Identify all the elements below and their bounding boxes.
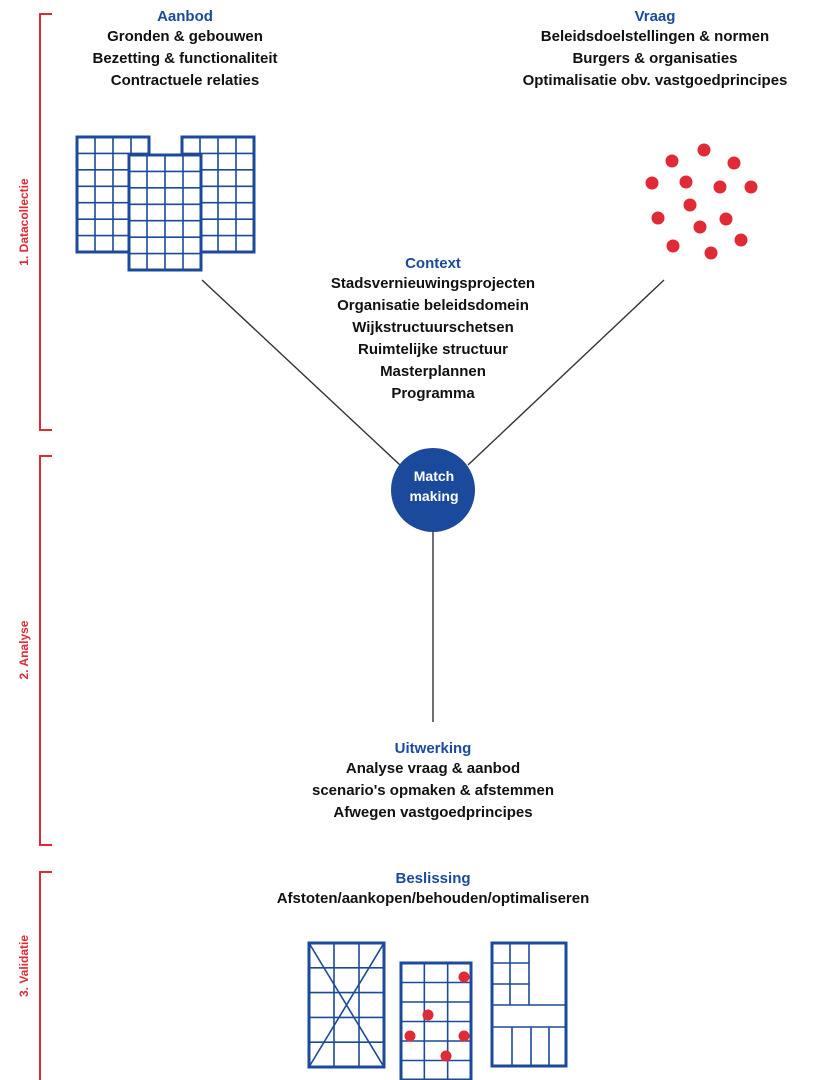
demand-dot	[651, 211, 665, 225]
vraag-item: Burgers & organisaties	[572, 50, 738, 67]
beslissing-block: Beslissing Afstoten/aankopen/behouden/op…	[223, 869, 643, 910]
phase-bracket-analyse	[39, 455, 52, 846]
context-heading: Context	[405, 255, 461, 272]
matchmaking-label: Match making	[392, 466, 476, 506]
context-item: Masterplannen	[380, 363, 486, 380]
uitwerking-block: Uitwerking Analyse vraag & aanbod scenar…	[263, 739, 603, 824]
aanbod-buildings-icon	[75, 135, 256, 272]
context-item: Programma	[391, 385, 475, 402]
demand-dot	[679, 175, 693, 189]
vraag-item: Beleidsdoelstellingen & normen	[540, 28, 770, 45]
vraag-heading: Vraag	[634, 8, 676, 25]
demand-dot	[645, 176, 659, 190]
context-block: Context Stadsvernieuwingsprojecten Organ…	[283, 254, 583, 405]
demand-dot	[727, 156, 741, 170]
aanbod-item: Gronden & gebouwen	[107, 28, 263, 45]
demand-dot	[683, 198, 697, 212]
phase-bracket-datacollectie	[39, 13, 52, 431]
demand-dot	[697, 143, 711, 157]
demand-dot	[693, 220, 707, 234]
matchmaking-line1: Match	[413, 468, 455, 484]
phase-label-validatie: 3. Validatie	[17, 934, 31, 998]
matchmaking-circle	[391, 448, 475, 532]
aanbod-item: Contractuele relaties	[110, 72, 260, 89]
connector-aanbod	[201, 279, 401, 466]
matchmaking-line2: making	[409, 488, 459, 504]
demand-dot	[734, 233, 748, 247]
beslissing-heading: Beslissing	[395, 870, 471, 887]
phase-label-datacollectie: 1. Datacollectie	[17, 178, 31, 266]
building-crossed	[307, 941, 386, 1069]
context-item: Wijkstructuurschetsen	[352, 319, 514, 336]
beslissing-item: Afstoten/aankopen/behouden/optimaliseren	[276, 890, 590, 907]
context-item: Organisatie beleidsdomein	[337, 297, 529, 314]
vraag-item: Optimalisatie obv. vastgoedprincipes	[522, 72, 788, 89]
building-dot	[440, 1050, 452, 1062]
vraag-dots-icon	[645, 143, 758, 260]
building-dot	[422, 1009, 434, 1021]
uitwerking-item: Afwegen vastgoedprincipes	[333, 804, 533, 821]
aanbod-heading: Aanbod	[157, 8, 213, 25]
demand-dot	[713, 180, 727, 194]
demand-dot	[719, 212, 733, 226]
context-item: Ruimtelijke structuur	[357, 341, 509, 358]
aanbod-block: Aanbod Gronden & gebouwen Bezetting & fu…	[50, 7, 320, 92]
vraag-block: Vraag Beleidsdoelstellingen & normen Bur…	[490, 7, 818, 92]
demand-dot	[704, 246, 718, 260]
building-dotted	[399, 961, 473, 1080]
building-dot	[458, 971, 470, 983]
building-optimized	[490, 941, 568, 1068]
aanbod-item: Bezetting & functionaliteit	[92, 50, 278, 67]
demand-dot	[666, 239, 680, 253]
building-front	[127, 153, 203, 272]
uitwerking-item: scenario's opmaken & afstemmen	[312, 782, 554, 799]
context-item: Stadsvernieuwingsprojecten	[330, 275, 536, 292]
phase-label-analyse: 2. Analyse	[17, 620, 31, 680]
uitwerking-item: Analyse vraag & aanbod	[345, 760, 521, 777]
beslissing-buildings-icon	[307, 941, 568, 1080]
building-dot	[404, 1030, 416, 1042]
demand-dot	[665, 154, 679, 168]
demand-dot	[744, 180, 758, 194]
uitwerking-heading: Uitwerking	[394, 740, 472, 757]
building-dot	[458, 1030, 470, 1042]
connector-vraag	[467, 279, 665, 466]
phase-bracket-validatie	[39, 871, 52, 1080]
cross-line	[308, 942, 385, 1068]
